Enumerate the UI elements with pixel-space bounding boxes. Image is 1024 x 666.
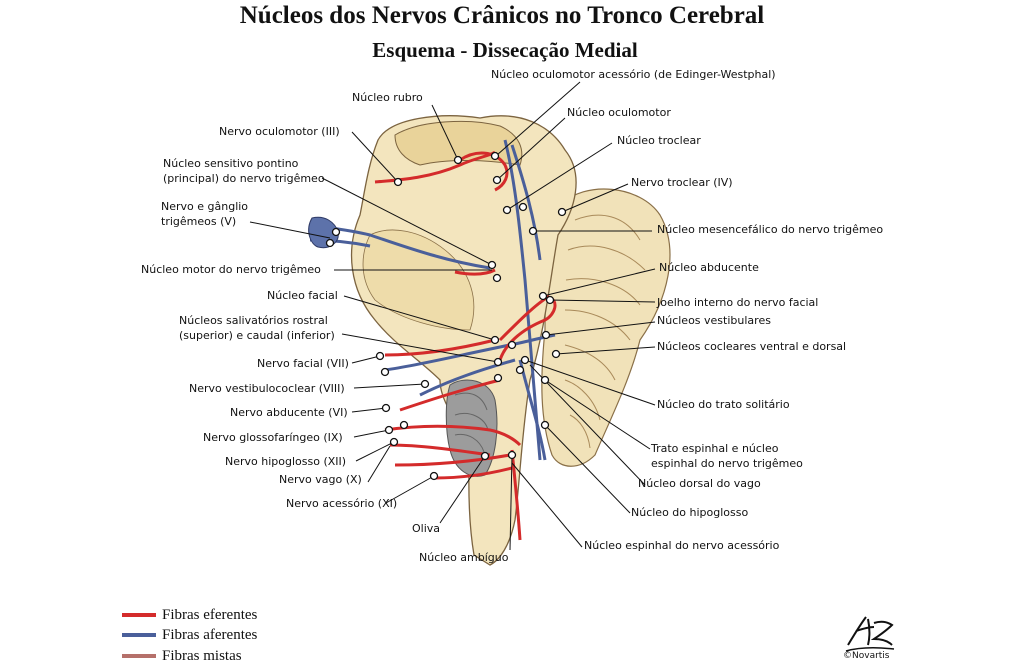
label-nucleo-rubro: Núcleo rubro	[352, 91, 423, 104]
label-nervo-acessorio: Nervo acessório (XI)	[286, 497, 398, 510]
label-nucleos-vestibulares: Núcleos vestibulares	[657, 314, 771, 327]
legend-swatch-mixed	[122, 654, 156, 658]
label-nervo-hipoglosso: Nervo hipoglosso (XII)	[225, 455, 347, 468]
label-espinhal-acessorio: Núcleo espinhal do nervo acessório	[584, 539, 780, 552]
label-nervo-ganglio-line1: Nervo e gânglio	[161, 200, 249, 213]
label-edinger-westphal: Núcleo oculomotor acessório (de Edinger-…	[491, 68, 776, 81]
label-nucleo-sensitivo-line1: Núcleo sensitivo pontino	[163, 157, 299, 170]
brand-mark: ©Novartis	[843, 651, 890, 661]
legend-label-efferent: Fibras eferentes	[162, 606, 258, 623]
label-nervo-abducente: Nervo abducente (VI)	[230, 406, 348, 419]
label-nervo-troclear: Nervo troclear (IV)	[631, 176, 733, 189]
label-nucleo-hipoglosso: Núcleo do hipoglosso	[631, 506, 749, 519]
label-nucleo-dorsal-vago: Núcleo dorsal do vago	[638, 477, 761, 490]
legend-swatch-afferent	[122, 633, 156, 637]
page-subtitle: Esquema - Dissecação Medial	[372, 38, 638, 62]
label-nervo-glossofaringeo: Nervo glossofaríngeo (IX)	[203, 431, 343, 444]
label-nucleo-ambiguo: Núcleo ambíguo	[419, 551, 509, 564]
label-nucleo-motor-trigemeo: Núcleo motor do nervo trigêmeo	[141, 263, 321, 276]
label-trato-espinhal-line1: Trato espinhal e núcleo	[651, 442, 779, 455]
label-nervo-facial: Nervo facial (VII)	[257, 357, 349, 370]
label-nucleo-abducente: Núcleo abducente	[659, 261, 759, 274]
label-nervo-vestibulococlear: Nervo vestibulococlear (VIII)	[189, 382, 345, 395]
legend-label-afferent: Fibras aferentes	[162, 626, 258, 643]
label-oliva: Oliva	[412, 522, 441, 535]
label-nervo-oculomotor: Nervo oculomotor (III)	[219, 125, 340, 138]
label-trato-espinhal-line2: espinhal do nervo trigêmeo	[651, 457, 803, 470]
label-nervo-ganglio-line2: trigêmeos (V)	[161, 215, 237, 228]
label-nervo-vago: Nervo vago (X)	[279, 473, 362, 486]
legend-label-mixed: Fibras mistas	[162, 647, 242, 664]
artist-signature	[845, 616, 895, 652]
label-nucleo-facial: Núcleo facial	[267, 289, 338, 302]
legend-swatch-efferent	[122, 613, 156, 617]
page-title: Núcleos dos Nervos Crânicos no Tronco Ce…	[239, 2, 765, 29]
callout-lines	[249, 81, 656, 551]
callout-markers	[325, 151, 567, 481]
legend-item-efferent: Fibras eferentes	[122, 606, 257, 624]
label-trato-solitario: Núcleo do trato solitário	[657, 398, 790, 411]
label-joelho-interno: Joelho interno do nervo facial	[657, 296, 819, 309]
label-nucleos-cocleares: Núcleos cocleares ventral e dorsal	[657, 340, 847, 353]
legend-swatches	[122, 613, 156, 658]
label-nucleo-troclear: Núcleo troclear	[617, 134, 701, 147]
label-nucleo-oculomotor: Núcleo oculomotor	[567, 106, 671, 119]
label-nucleo-sensitivo-line2: (principal) do nervo trigêmeo	[163, 172, 325, 185]
label-salivatorios-line2: (superior) e caudal (inferior)	[179, 329, 335, 342]
legend-item-afferent: Fibras aferentes	[122, 626, 257, 644]
legend-item-mixed: Fibras mistas	[122, 647, 242, 665]
label-nucleo-mesencefalico: Núcleo mesencefálico do nervo trigêmeo	[657, 223, 884, 236]
label-salivatorios-line1: Núcleos salivatórios rostral	[179, 314, 328, 327]
